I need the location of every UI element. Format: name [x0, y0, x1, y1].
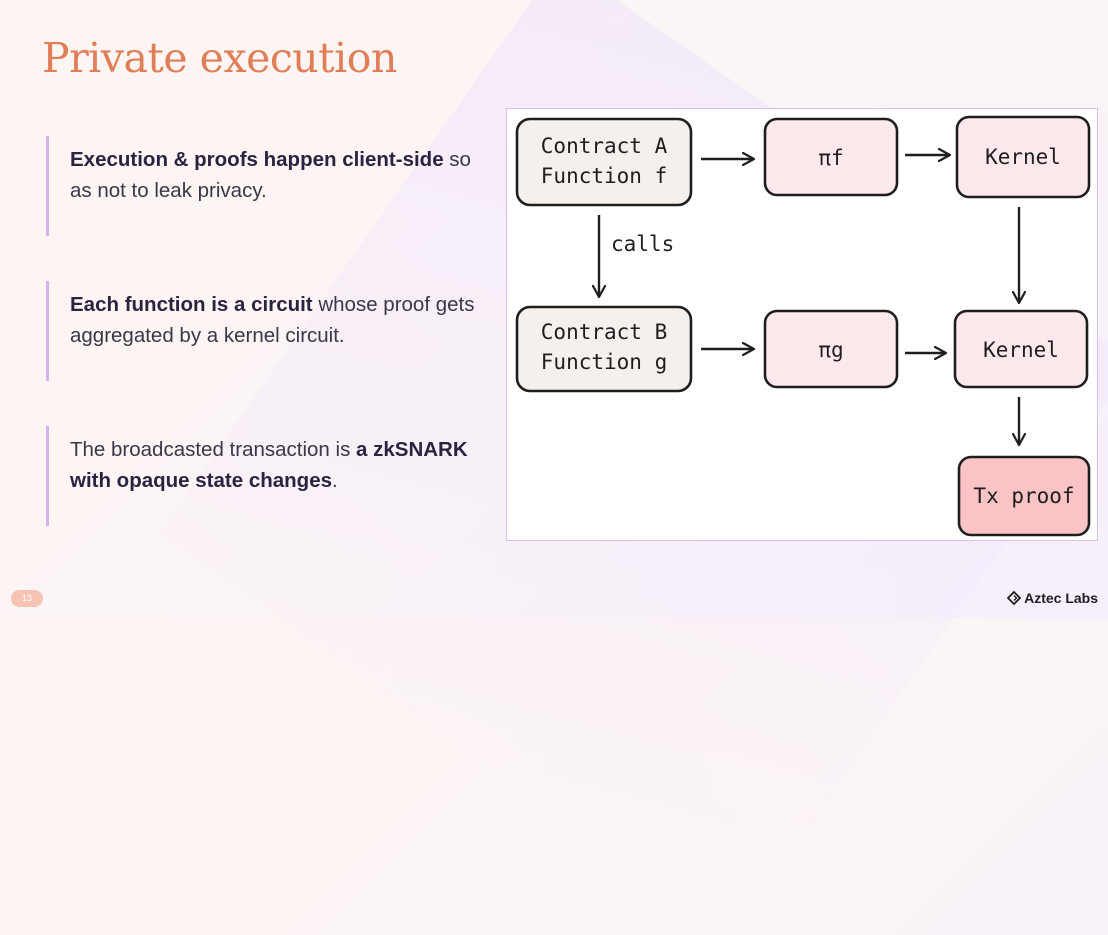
- bullet-2-text: whose proof gets aggregated by a kernel …: [70, 293, 475, 347]
- node-kernel-1: Kernel: [955, 115, 1091, 199]
- node-proof-f: πf: [763, 117, 899, 197]
- bullet-3: The broadcasted transaction is a zkSNARK…: [46, 426, 486, 526]
- bullet-1-text: so as not to leak privacy.: [70, 148, 471, 202]
- proof-f-label: πf: [818, 146, 843, 170]
- contract-b-label-line2: Function g: [541, 350, 667, 374]
- bullet-3-bold: a zkSNARK with opaque state changes: [70, 438, 468, 492]
- contract-a-label-line2: Function f: [541, 164, 667, 188]
- bullet-3-post: .: [332, 469, 338, 492]
- node-proof-g: πg: [763, 309, 899, 389]
- bullet-3-pre: The broadcasted transaction is: [70, 438, 357, 461]
- bullet-2-bold: Each function is a circuit: [70, 293, 313, 316]
- contract-a-label-line1: Contract A: [541, 134, 668, 158]
- node-contract-b: Contract B Function g: [515, 305, 693, 393]
- node-contract-a: Contract A Function f: [515, 117, 693, 207]
- page-number-badge: 13: [11, 590, 43, 607]
- brand-name: Aztec Labs: [1024, 590, 1098, 606]
- bullet-1: Execution & proofs happen client-side so…: [46, 136, 486, 236]
- contract-b-label-line1: Contract B: [541, 320, 667, 344]
- flow-diagram: Contract A Function f πf Kernel Contract…: [506, 108, 1098, 541]
- node-kernel-2: Kernel: [953, 309, 1089, 389]
- aztec-diamond-icon: [1007, 591, 1022, 605]
- slide-title: Private execution: [42, 34, 397, 82]
- proof-g-label: πg: [818, 338, 843, 362]
- brand-logo: Aztec Labs: [1007, 590, 1098, 606]
- diagram-canvas: Contract A Function f πf Kernel Contract…: [515, 115, 1091, 537]
- bullet-2: Each function is a circuit whose proof g…: [46, 281, 486, 381]
- node-tx-proof: Tx proof: [957, 455, 1091, 537]
- kernel-1-label: Kernel: [985, 145, 1061, 169]
- bullet-1-bold: Execution & proofs happen client-side: [70, 148, 444, 171]
- tx-proof-label: Tx proof: [973, 484, 1074, 508]
- calls-label: calls: [611, 232, 674, 256]
- kernel-2-label: Kernel: [983, 338, 1059, 362]
